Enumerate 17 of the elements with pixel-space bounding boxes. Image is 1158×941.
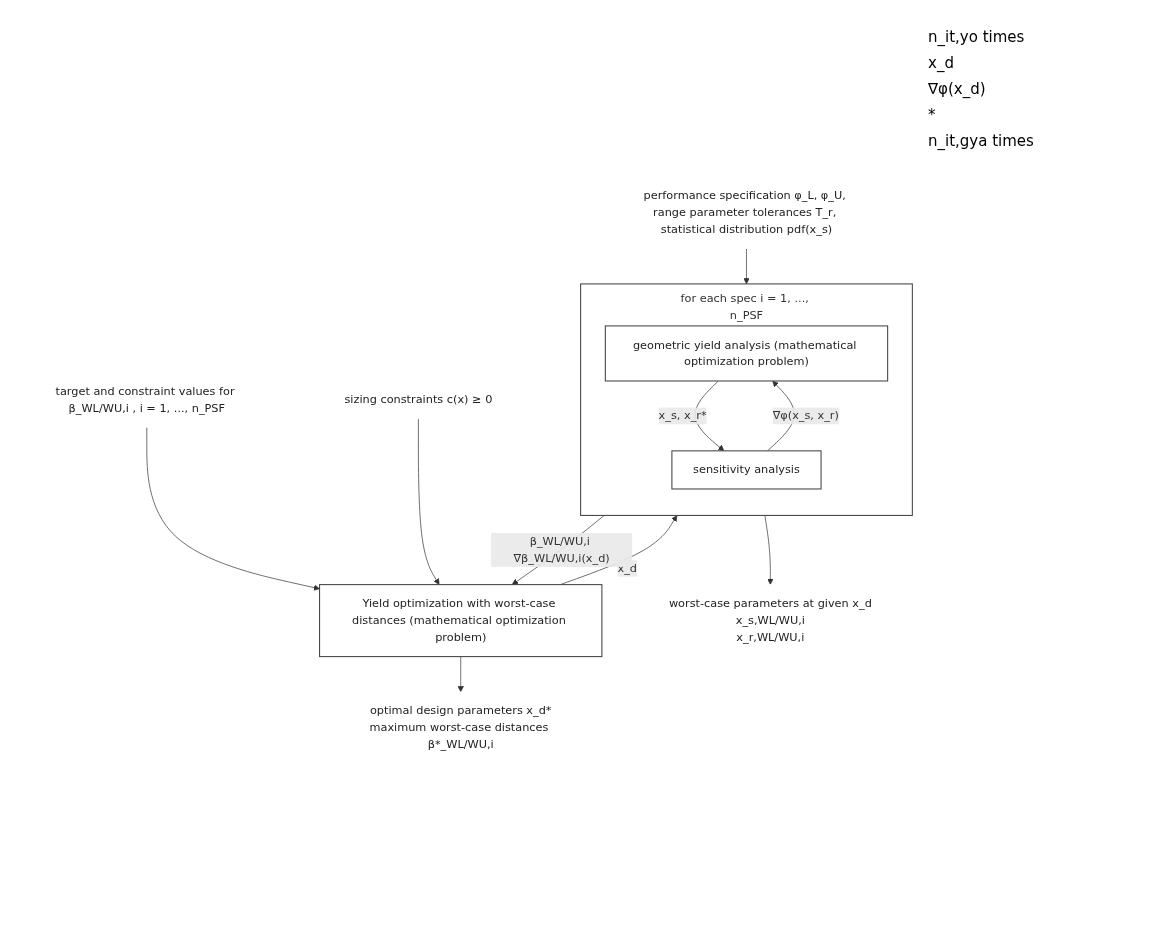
node-box: sensitivity analysis (671, 450, 822, 490)
node-text: optimal design parameters x_d* maximum worst-case distances β*_WL/WU,i (369, 704, 552, 752)
edge-label: β_WL/WU,i ∇β_WL/WU,i(x_d) (513, 534, 610, 566)
node-text: performance specification φ_L, φ_U, range parameter tolerances T_r, statistical distribution pdf(x_s) (643, 188, 846, 237)
node-text: sizing constraints c(x) ≥ 0 (344, 392, 493, 407)
annotation-text: n_it,gya times (928, 132, 1035, 150)
node-box: Yield optimization with worst-case distances (mathematical optimization problem) (319, 584, 603, 658)
node-box: geometric yield analysis (mathematical optimization problem) (604, 325, 889, 382)
edge-label: x_d (617, 561, 637, 575)
edge-label: x_s, x_r* (658, 409, 707, 423)
node-text: target and constraint values for β_WL/WU,i , i = 1, ..., n_PSF (55, 384, 235, 415)
annotation-text: n_it,yo times (928, 28, 1026, 46)
annotation-text: * (928, 106, 937, 124)
annotation-text: x_d (928, 54, 955, 72)
edge-label: ∇φ(x_s, x_r) (772, 409, 839, 423)
annotation-text: ∇φ(x_d) (928, 80, 987, 98)
node-text: worst-case parameters at given x_d x_s,WL/WU,i x_r,WL/WU,i (668, 596, 872, 645)
